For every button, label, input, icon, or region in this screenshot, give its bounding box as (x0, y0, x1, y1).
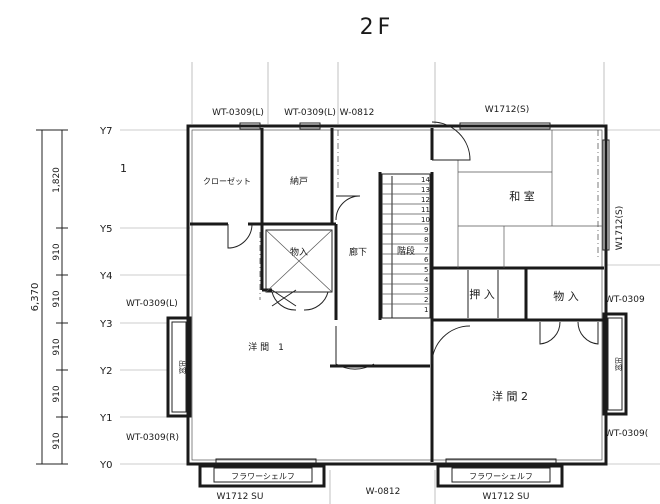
window-bottom-mid: W-0812 (366, 487, 401, 497)
bay-window-left: 出窓 (166, 316, 192, 418)
room-closet: クローゼット (203, 176, 251, 186)
storage-1-cross (265, 229, 333, 293)
grid-label-y2: Y2 (99, 366, 112, 377)
room-labels: クローゼット 納戸 物入 廊下 和 室 押 入 物 入 洋 間 1 洋 間 2 (203, 175, 579, 403)
window-right-lower: WT-0309( (605, 429, 648, 439)
window-bottom-right: W1712 SU (483, 492, 530, 502)
window-left-upper: WT-0309(L) (126, 299, 178, 309)
stray-mark: 1 (120, 162, 127, 175)
stair-step: 7 (424, 246, 428, 254)
dashed-lines (259, 130, 599, 300)
grid-label-y7: Y7 (99, 126, 112, 137)
stair-step: 11 (421, 206, 430, 214)
dim-seg-5: 910 (52, 385, 62, 402)
stair-step: 13 (421, 186, 430, 194)
room-storage-1: 物入 (290, 246, 308, 258)
grid-label-y1: Y1 (99, 413, 112, 424)
room-youma-2: 洋 間 2 (492, 389, 528, 403)
exterior-walls (186, 124, 608, 466)
floor-title: 2F (360, 15, 395, 40)
bay-window-left-label: 出窓 (178, 360, 187, 374)
stair-step: 10 (421, 216, 430, 224)
room-corridor: 廊下 (349, 246, 367, 258)
grid-row-labels: Y7 Y5 Y4 Y3 Y2 Y1 Y0 1 (99, 126, 127, 471)
grid-label-y4: Y4 (99, 271, 112, 282)
stairs-label: 階段 (397, 245, 415, 257)
interior-walls (190, 128, 604, 462)
stair-step: 1 (424, 306, 428, 314)
grid-lines (120, 62, 660, 504)
dim-total: 6,370 (30, 283, 41, 312)
grid-label-y3: Y3 (99, 319, 112, 330)
dim-seg-1: 1,820 (52, 167, 62, 193)
room-oshiire: 押 入 (469, 287, 495, 301)
stair-step: 5 (424, 266, 428, 274)
stair-step: 8 (424, 236, 428, 244)
room-washitsu: 和 室 (509, 189, 535, 203)
window-top-corridor: W-0812 (340, 108, 375, 118)
window-right-vertical: W1712(S) (615, 206, 625, 251)
stair-step: 3 (424, 286, 428, 294)
window-bottom-left: W1712 SU (217, 492, 264, 502)
stair-step-numbers: 14 13 12 11 10 9 8 7 6 5 4 3 2 1 (421, 176, 430, 314)
stair-step: 6 (424, 256, 429, 264)
window-left-lower: WT-0309(R) (126, 433, 179, 443)
flower-shelf-left-label: フラワーシェルフ (231, 472, 295, 481)
bay-window-right: 出窓 (602, 312, 628, 416)
dim-seg-3: 910 (52, 290, 62, 307)
flower-shelf-left: フラワーシェルフ (198, 464, 326, 488)
room-storage-3: 物 入 (553, 289, 579, 303)
stair-step: 2 (424, 296, 428, 304)
door-swings (227, 121, 599, 370)
window-top-left: WT-0309(L) (212, 108, 264, 118)
staircase: 14 13 12 11 10 9 8 7 6 5 4 3 2 1 階段 (381, 173, 431, 319)
room-nando: 納戸 (290, 175, 308, 187)
dim-seg-2: 910 (52, 243, 62, 260)
window-right-upper: WT-0309 (605, 295, 645, 305)
stair-step: 14 (421, 176, 430, 184)
dim-seg-4: 910 (52, 338, 62, 355)
grid-label-y5: Y5 (99, 224, 112, 235)
stair-step: 12 (421, 196, 430, 204)
window-top-right: W1712(S) (485, 105, 530, 115)
flower-shelf-right: フラワーシェルフ (436, 464, 564, 488)
window-labels: WT-0309(L) WT-0309(L) W-0812 W1712(S) W1… (126, 105, 648, 502)
grid-label-y0: Y0 (99, 460, 112, 471)
room-youma-1: 洋 間 1 (248, 341, 284, 353)
stair-step: 4 (424, 276, 429, 284)
flower-shelf-right-label: フラワーシェルフ (469, 472, 533, 481)
dim-seg-6: 910 (52, 432, 62, 449)
bay-window-right-label: 出窓 (614, 357, 623, 371)
dimension-chain: 6,370 1,820 910 910 910 910 910 (30, 129, 68, 465)
stair-step: 9 (424, 226, 428, 234)
window-top-mid: WT-0309(L) (284, 108, 336, 118)
